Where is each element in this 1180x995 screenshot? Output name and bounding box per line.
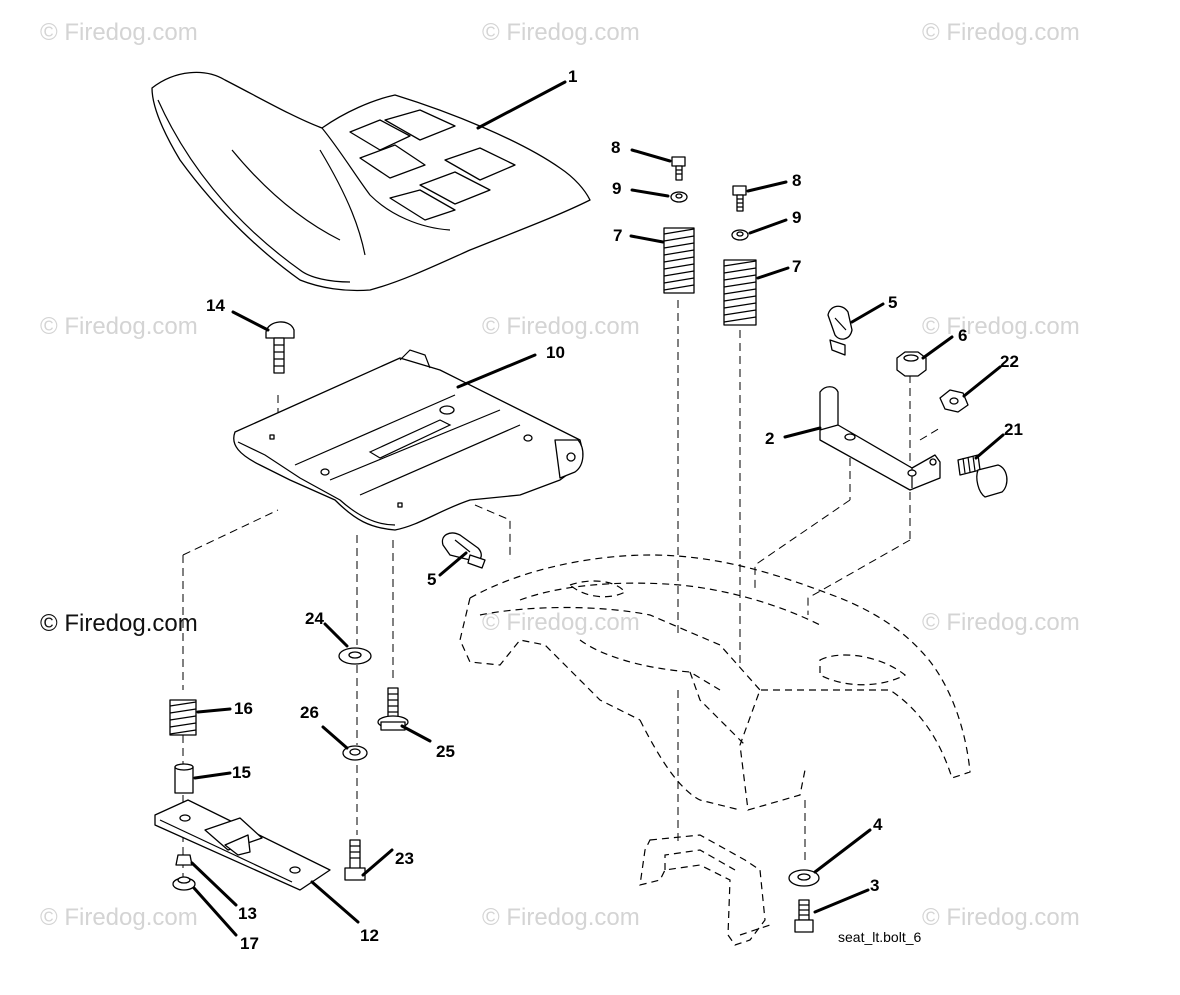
- flange-bolt: [377, 687, 409, 731]
- callout-flange-bolt: 25: [436, 742, 455, 761]
- leader-lines: [190, 80, 1005, 937]
- watermark: © Firedog.com: [922, 19, 1080, 46]
- callout-washer-right: 9: [792, 208, 801, 227]
- center-watermark: © Firedog.com: [40, 610, 198, 637]
- callout-lock-nut: 22: [1000, 352, 1019, 371]
- callout-bolt-23: 23: [395, 849, 414, 868]
- carriage-bolt: [265, 321, 295, 374]
- washer-24: [338, 647, 372, 665]
- nut-13: [175, 854, 193, 866]
- callout-carriage-bolt: 14: [206, 296, 225, 315]
- bolt-23: [344, 839, 366, 881]
- clip-left: [441, 532, 486, 569]
- seat-pan: [233, 349, 584, 531]
- lock-nut: [939, 389, 969, 413]
- washer-left: [670, 191, 688, 203]
- watermark: © Firedog.com: [922, 904, 1080, 931]
- callout-flange-nut: 17: [240, 934, 259, 953]
- callout-shoulder-bolt: 21: [1004, 420, 1023, 439]
- callout-bolt-left: 8: [611, 138, 620, 157]
- callout-washer-24: 24: [305, 609, 324, 628]
- callout-bolt-right: 8: [792, 171, 801, 190]
- callout-seat: 1: [568, 67, 577, 86]
- tractor-frame: [459, 554, 971, 946]
- nut-right: [896, 351, 927, 377]
- callout-clip-left: 5: [427, 570, 436, 589]
- spring-right: [723, 259, 757, 326]
- watermark: © Firedog.com: [40, 904, 198, 931]
- spring-small: [169, 699, 197, 736]
- washer-right: [731, 229, 749, 241]
- callout-spring-right: 7: [792, 257, 801, 276]
- slide-plate: [154, 799, 331, 891]
- flange-nut: [172, 876, 196, 891]
- clip-right: [827, 305, 853, 356]
- watermark: © Firedog.com: [482, 313, 640, 340]
- watermark: © Firedog.com: [482, 19, 640, 46]
- watermark: © Firedog.com: [922, 609, 1080, 636]
- bolt-right: [732, 185, 747, 212]
- watermark: © Firedog.com: [482, 904, 640, 931]
- washer-bottom: [788, 869, 820, 887]
- watermark: © Firedog.com: [922, 313, 1080, 340]
- callout-spacer: 15: [232, 763, 251, 782]
- callout-spring-small: 16: [234, 699, 253, 718]
- callout-numbers: 1 14 10 5 8 9 7 8 9 7 5 6 22 2 21 16 15 …: [206, 67, 1023, 953]
- alignment-lines: [182, 300, 941, 880]
- screw-bottom: [794, 899, 814, 933]
- callout-seat-pan: 10: [546, 343, 565, 362]
- spring-left: [663, 227, 695, 294]
- lock-washer: [342, 745, 368, 761]
- callout-nut-right: 6: [958, 326, 967, 345]
- callout-screw-bottom: 3: [870, 876, 879, 895]
- watermark: © Firedog.com: [482, 609, 640, 636]
- callout-slide-plate: 12: [360, 926, 379, 945]
- callout-nut-13: 13: [238, 904, 257, 923]
- callout-spring-left: 7: [613, 226, 622, 245]
- callout-clip-right: 5: [888, 293, 897, 312]
- bracket: [819, 386, 941, 491]
- callout-washer-bottom: 4: [873, 815, 883, 834]
- callout-bracket: 2: [765, 429, 774, 448]
- diagram-filename: seat_lt.bolt_6: [838, 929, 921, 945]
- watermark-layer: © Firedog.com © Firedog.com © Firedog.co…: [40, 19, 1080, 931]
- shoulder-bolt: [957, 454, 1008, 498]
- spacer: [174, 763, 194, 794]
- bolt-left: [671, 156, 686, 181]
- callout-lock-washer: 26: [300, 703, 319, 722]
- watermark: © Firedog.com: [40, 19, 198, 46]
- watermark: © Firedog.com: [40, 313, 198, 340]
- callout-washer-left: 9: [612, 179, 621, 198]
